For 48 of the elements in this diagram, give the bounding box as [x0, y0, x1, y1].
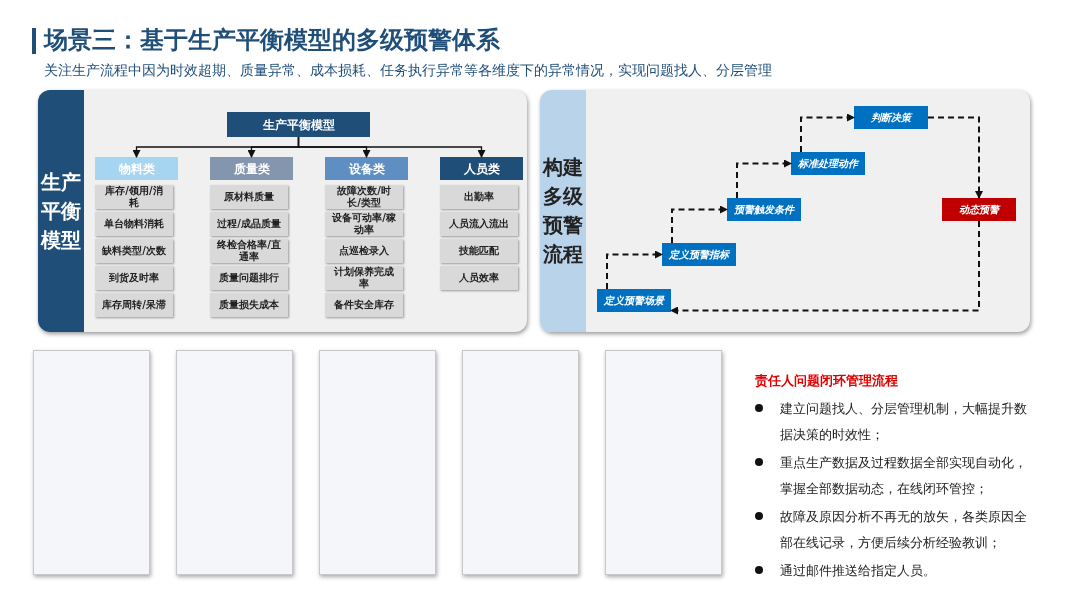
metric-box: 设备可动率/稼动率 — [325, 212, 403, 236]
metric-box: 单台物料消耗 — [95, 212, 173, 236]
process-box: 标准处理动作 — [791, 152, 865, 175]
arrow — [670, 220, 980, 315]
metric-box: 备件安全库存 — [325, 293, 403, 317]
process-box: 预警触发条件 — [727, 198, 801, 221]
metric-box: 质量损失成本 — [210, 293, 288, 317]
category-box: 质量类 — [210, 157, 293, 180]
alert-box: 动态预警 — [942, 198, 1016, 221]
bullet-text: 故障及原因分析不再无的放矢，各类原因全部在线记录，方便后续分析经验教训； — [780, 508, 1028, 552]
category-box: 人员类 — [440, 157, 523, 180]
side-band-label: 构建多级预警流程 — [540, 90, 586, 332]
arrow — [927, 116, 983, 199]
metric-box: 缺料类型/次数 — [95, 239, 173, 263]
metric-box: 点巡检录入 — [325, 239, 403, 263]
metric-box: 人员流入流出 — [440, 212, 518, 236]
process-box: 判断决策 — [854, 106, 928, 129]
metric-box: 原材料质量 — [210, 185, 288, 209]
panel — [38, 90, 527, 332]
arrow — [736, 159, 792, 199]
side-band-label: 生产平衡模型 — [38, 90, 84, 332]
root-box: 生产平衡模型 — [227, 112, 370, 137]
metric-box: 技能匹配 — [440, 239, 518, 263]
section-heading: 责任人问题闭环管理流程 — [755, 372, 898, 390]
metric-box: 过程/成品质量 — [210, 212, 288, 236]
metric-box: 计划保养完成率 — [325, 266, 403, 290]
metric-box: 故障次数/时长/类型 — [325, 185, 403, 209]
arrow — [671, 205, 728, 244]
category-box: 物料类 — [95, 157, 178, 180]
metric-box: 终检合格率/直通率 — [210, 239, 288, 263]
metric-box: 库存周转/呆滞 — [95, 293, 173, 317]
metric-box: 库存/领用/消耗 — [95, 185, 173, 209]
bullet-text: 通过邮件推送给指定人员。 — [780, 562, 937, 580]
metric-box: 质量问题排行 — [210, 266, 288, 290]
arrow — [606, 250, 663, 290]
metric-box: 人员效率 — [440, 266, 518, 290]
panel — [540, 90, 1030, 332]
metric-box: 出勤率 — [440, 185, 518, 209]
metric-box: 到货及时率 — [95, 266, 173, 290]
bullet-text: 建立问题找人、分层管理机制，大幅提升数据决策的时效性； — [780, 400, 1028, 444]
category-box: 设备类 — [325, 157, 408, 180]
process-box: 定义预警指标 — [662, 243, 736, 266]
bullet-text: 重点生产数据及过程数据全部实现自动化，掌握全部数据动态，在线闭环管控； — [780, 454, 1028, 498]
process-box: 定义预警场景 — [597, 289, 671, 312]
arrow — [297, 136, 486, 158]
arrow — [800, 113, 855, 153]
subtitle: 关注生产流程中因为时效超期、质量异常、成本损耗、任务执行异常等各维度下的异常情况，实现问题找人、分层管理 — [44, 62, 772, 80]
slide-title: 场景三：基于生产平衡模型的多级预警体系 — [44, 25, 500, 56]
